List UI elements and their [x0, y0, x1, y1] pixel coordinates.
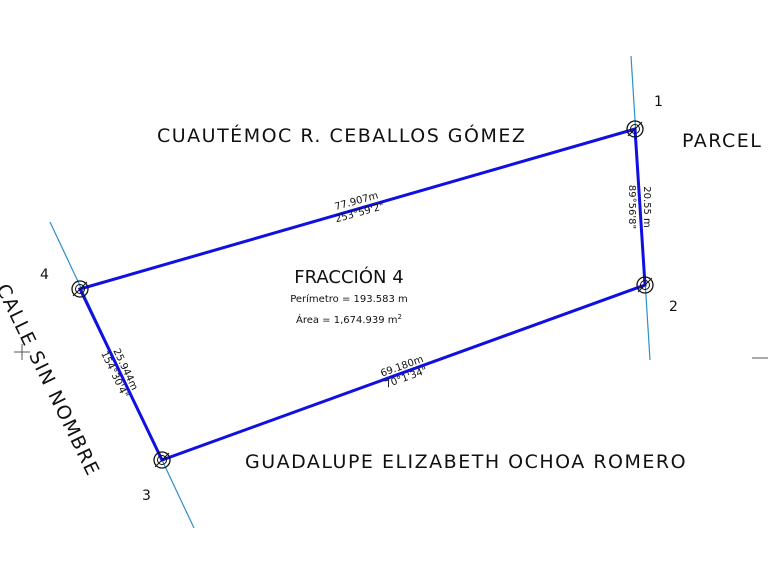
parcel-area: Área = 1,674.939 m2	[296, 313, 402, 326]
vertex-marker-2	[636, 276, 654, 294]
parcel-title: FRACCIÓN 4	[294, 266, 403, 288]
east-neighbor-label: PARCEL	[682, 130, 762, 152]
side-4-1-dimension: 77.907m 253°59'2"	[333, 190, 385, 225]
vertex-label-3: 3	[142, 488, 151, 504]
vertex-label-1: 1	[654, 94, 663, 110]
side-1-2-bearing: 89°56'8"	[626, 185, 637, 229]
parcel-perimeter: Perímetro = 193.583 m	[290, 293, 408, 305]
vertex-marker-3	[153, 451, 171, 469]
north-neighbor-label: CUAUTÉMOC R. CEBALLOS GÓMEZ	[157, 123, 526, 147]
side-3-4-dimension: 25.944m 154°30'4"	[98, 347, 139, 400]
south-neighbor-label: GUADALUPE ELIZABETH OCHOA ROMERO	[245, 451, 687, 473]
vertex-marker-4	[71, 280, 89, 298]
west-street-label: CALLE SIN NOMBRE	[0, 281, 104, 480]
side-1-2-distance: 20.55 m	[641, 186, 652, 228]
vertex-label-2: 2	[669, 299, 678, 315]
vertex-marker-1	[626, 120, 644, 138]
vertex-label-4: 4	[40, 267, 49, 283]
side-1-2-dimension: 20.55 m 89°56'8"	[626, 185, 652, 229]
side-2-3-dimension: 69.180m 70°1'34"	[379, 354, 429, 391]
crosshair-mark-left	[14, 344, 30, 360]
